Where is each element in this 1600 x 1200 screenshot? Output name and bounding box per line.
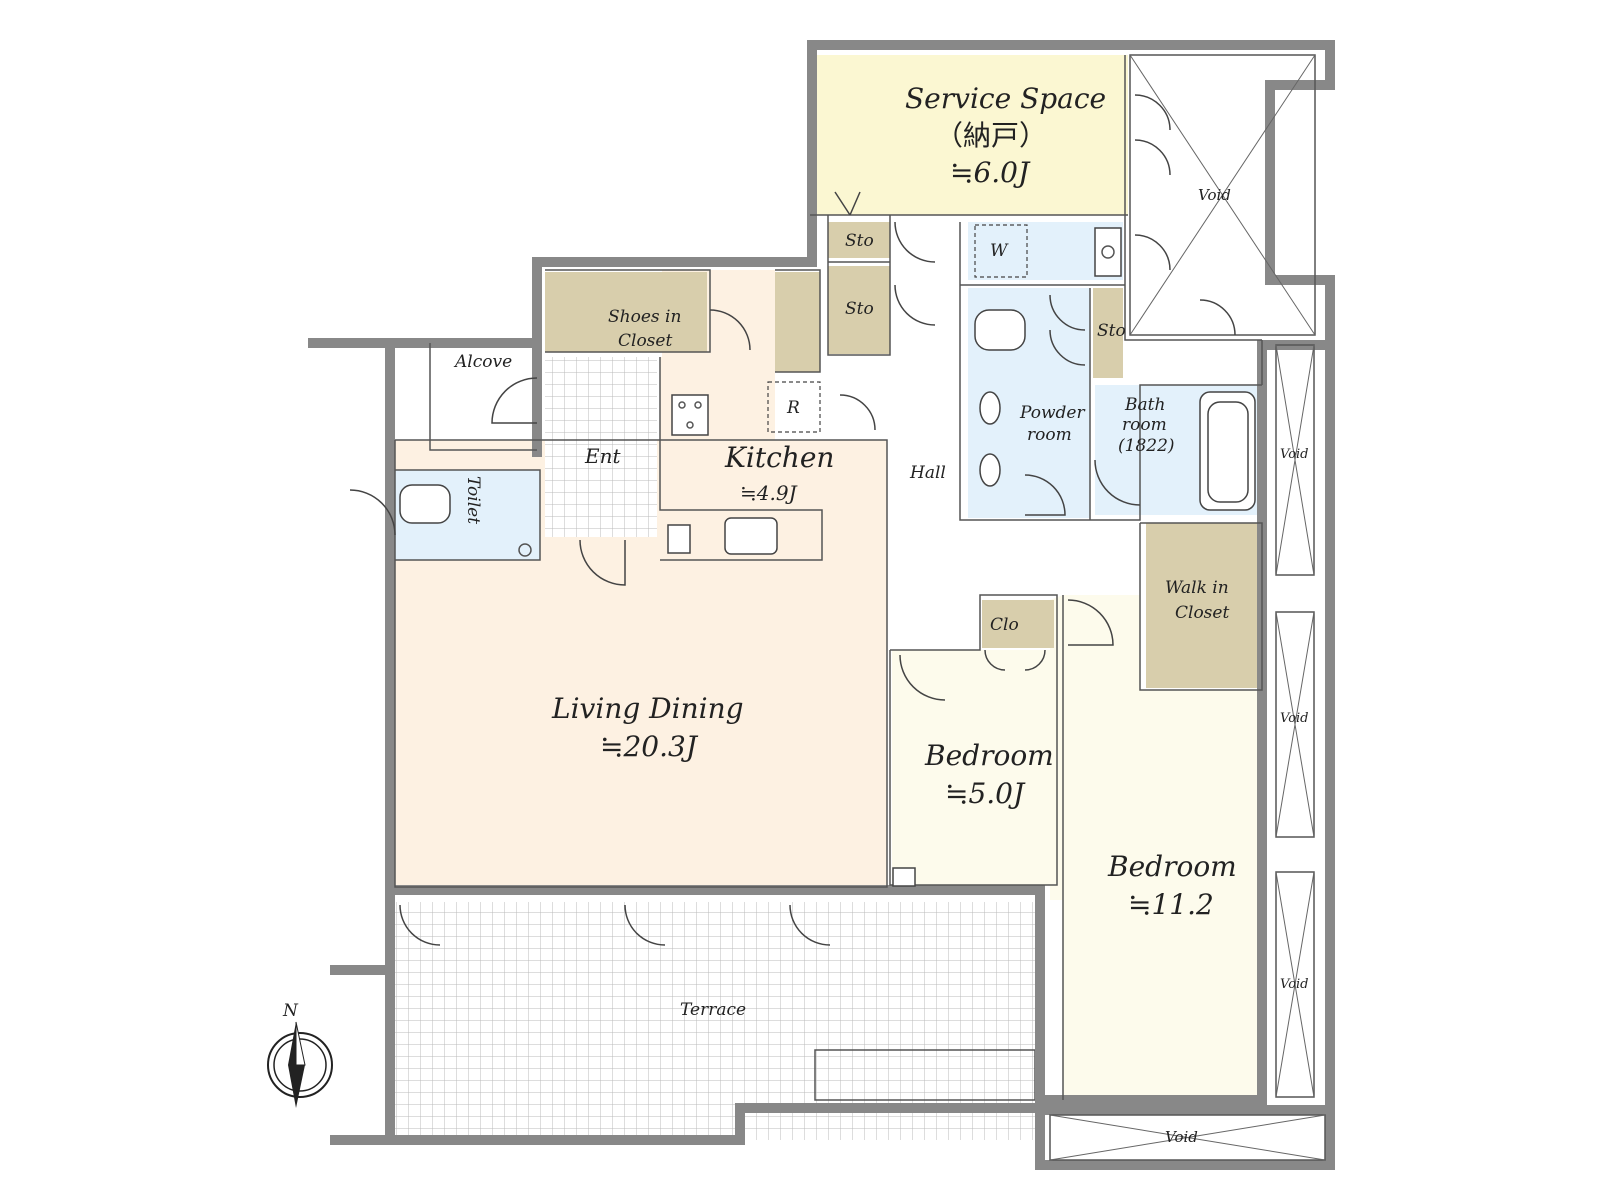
storage-area-4 bbox=[775, 272, 820, 372]
terrace-label: Terrace bbox=[680, 1000, 746, 1020]
storage-label-2: Sto bbox=[845, 299, 874, 319]
toilet-label: Toilet bbox=[463, 476, 483, 524]
kitchen-name: Kitchen bbox=[724, 441, 834, 474]
storage-label-1: Sto bbox=[845, 231, 874, 251]
storage-label-3: Sto bbox=[1097, 321, 1126, 341]
fixtures bbox=[399, 224, 1256, 887]
closet-label: Clo bbox=[990, 615, 1019, 635]
hall-label: Hall bbox=[909, 463, 946, 483]
bedroom-small-area-label: ≒5.0J bbox=[945, 777, 1026, 810]
bedroom-small-name: Bedroom bbox=[924, 739, 1054, 772]
void-areas bbox=[1049, 54, 1326, 1161]
storage-area-1 bbox=[828, 222, 890, 258]
service-space-area-label: ≒6.0J bbox=[950, 156, 1031, 189]
void-label-4: Void bbox=[1280, 977, 1309, 992]
doors bbox=[349, 94, 1236, 946]
bedroom-small-area bbox=[892, 650, 1057, 885]
compass-north-label: N bbox=[282, 1001, 299, 1021]
storage-area-3 bbox=[1093, 288, 1123, 378]
kitchen-counter-area bbox=[710, 270, 775, 500]
refrigerator-label: R bbox=[786, 398, 800, 418]
powder-label-1: Powder bbox=[1019, 403, 1085, 423]
storage-area-2 bbox=[828, 266, 890, 354]
powder-label-2: room bbox=[1027, 425, 1072, 445]
interior-walls bbox=[394, 55, 1263, 1100]
living-dining-name: Living Dining bbox=[551, 692, 744, 725]
exterior-walls bbox=[308, 40, 1335, 1170]
bedroom-large-area-label: ≒11.2 bbox=[1128, 888, 1214, 921]
walk-in-closet-area bbox=[1146, 523, 1262, 688]
shoes-closet-area bbox=[545, 272, 707, 352]
entrance-label: Ent bbox=[584, 444, 621, 468]
void-label-2: Void bbox=[1280, 447, 1309, 462]
kitchen-area-label: ≒4.9J bbox=[740, 481, 798, 505]
shoes-closet-label-1: Shoes in bbox=[608, 307, 681, 327]
alcove-label: Alcove bbox=[453, 352, 512, 372]
bedroom-large-area bbox=[1050, 595, 1262, 1100]
living-dining-area-label: ≒20.3J bbox=[600, 730, 699, 763]
service-space-sub: （納戸） bbox=[935, 119, 1047, 152]
bedroom-large-name: Bedroom bbox=[1107, 850, 1237, 883]
service-space-name: Service Space bbox=[905, 82, 1106, 115]
compass: N bbox=[267, 1001, 333, 1108]
void-label-1: Void bbox=[1198, 186, 1231, 204]
walk-in-closet-label-1: Walk in bbox=[1165, 578, 1229, 598]
service-space-area bbox=[810, 55, 1128, 215]
walk-in-closet-label-2: Closet bbox=[1175, 603, 1229, 623]
entrance-tile-area bbox=[545, 357, 657, 537]
terrace-planter bbox=[814, 1049, 1036, 1101]
void-label-3: Void bbox=[1280, 711, 1309, 726]
void-label-5: Void bbox=[1165, 1128, 1198, 1146]
bath-label-1: Bath bbox=[1124, 395, 1165, 415]
closet-area bbox=[982, 600, 1054, 648]
washer-label: W bbox=[990, 241, 1009, 261]
shoes-closet-label-2: Closet bbox=[618, 331, 672, 351]
bath-label-3: (1822) bbox=[1118, 436, 1175, 456]
bath-label-2: room bbox=[1122, 415, 1167, 435]
